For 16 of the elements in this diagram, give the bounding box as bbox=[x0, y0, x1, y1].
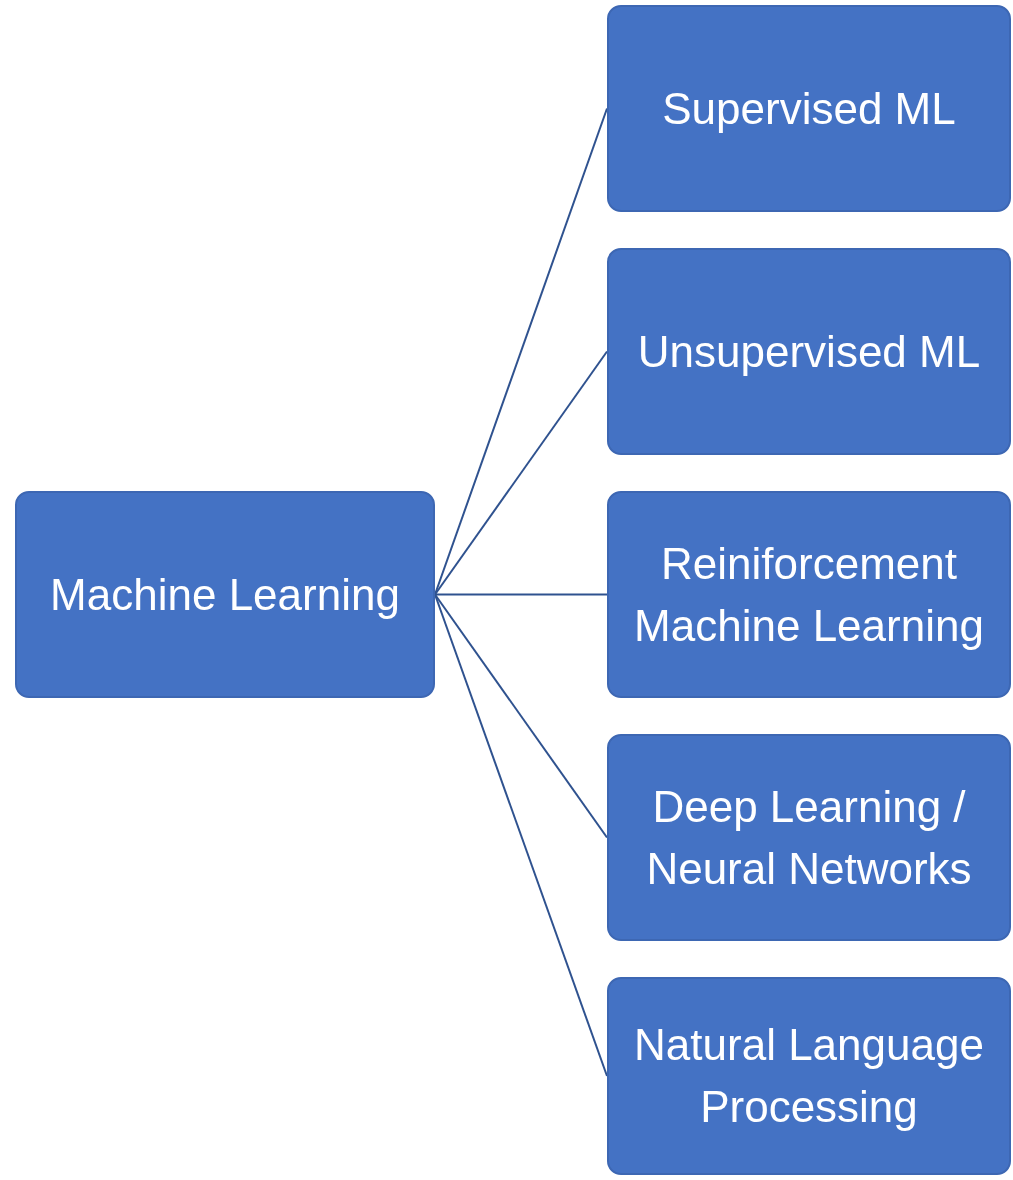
category-box bbox=[607, 491, 1011, 698]
box-label: Unsupervised ML bbox=[637, 325, 981, 378]
box-label: Supervised ML bbox=[662, 82, 956, 135]
category-box bbox=[607, 734, 1011, 941]
connector-line bbox=[434, 350, 608, 596]
connector-line bbox=[434, 593, 608, 1077]
connector-line bbox=[434, 593, 608, 839]
category-box bbox=[607, 248, 1011, 455]
connector-line bbox=[434, 593, 608, 596]
box-label: Deep Learning / Neural Networks bbox=[645, 780, 973, 895]
box-label: Natural Language Processing bbox=[633, 1019, 985, 1133]
category-box bbox=[607, 977, 1011, 1175]
box-label: Reiniforcement Machine Learning bbox=[633, 537, 985, 652]
category-box bbox=[15, 491, 435, 698]
category-box bbox=[607, 5, 1011, 212]
box-label: Machine Learning bbox=[50, 568, 400, 621]
